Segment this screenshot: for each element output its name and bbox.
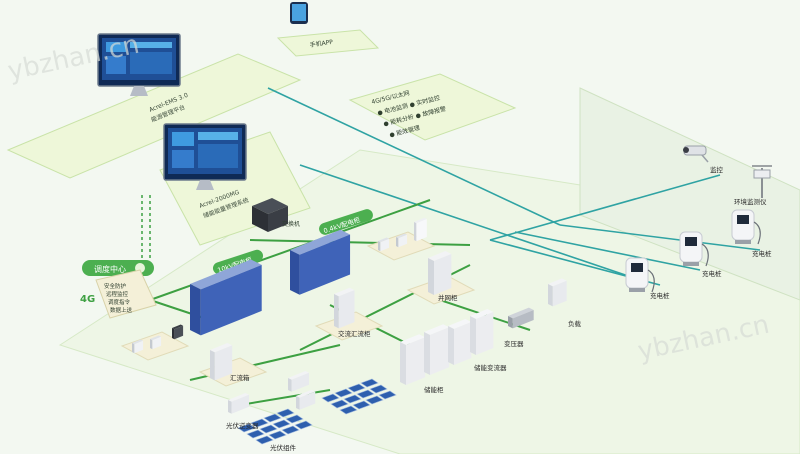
pv-array-a-panel-1-3 bbox=[285, 414, 304, 424]
pv-array-b-panel-2-2 bbox=[365, 395, 384, 405]
label-combiner: 汇流箱 bbox=[230, 373, 250, 382]
pv-array-a-panel-2-2 bbox=[281, 425, 300, 435]
meter-4 bbox=[378, 237, 390, 252]
label-pcs: 储能变流器 bbox=[474, 363, 507, 372]
label-charging-3: 充电桩 bbox=[752, 249, 772, 258]
ac-cabinet bbox=[334, 287, 355, 329]
storage-1 bbox=[400, 334, 426, 385]
label-transformer: 变压器 bbox=[504, 339, 524, 348]
pv-array-a-panel-2-0 bbox=[255, 435, 274, 445]
pcs-1 bbox=[448, 319, 472, 365]
dispatch-center: 调度中心 4G 安全防护 远程监控 调度指令 数据上送 bbox=[80, 260, 157, 319]
dispatch-item-1: 安全防护 bbox=[104, 282, 127, 290]
label-pv-panel: 光伏组件 bbox=[270, 443, 297, 452]
camera-icon bbox=[683, 145, 709, 163]
load-unit bbox=[548, 278, 567, 307]
combiner-box bbox=[210, 343, 233, 381]
pv-array-b-panel-0-3 bbox=[360, 378, 379, 388]
phone-icon bbox=[290, 2, 308, 24]
meter-5 bbox=[396, 233, 408, 248]
mid-monitor bbox=[163, 123, 247, 190]
label-storage: 储能柜 bbox=[424, 385, 444, 394]
pv-array-b-panel-2-0 bbox=[339, 405, 358, 415]
protocol-box-panel bbox=[348, 73, 517, 141]
label-env-monitor: 环境监测仪 bbox=[734, 197, 767, 206]
env-monitor-icon bbox=[752, 165, 772, 198]
devices-layer bbox=[120, 145, 772, 445]
right-side-panel bbox=[579, 87, 800, 301]
pv-array-b-panel-0-1 bbox=[334, 388, 353, 398]
pv-array-a-panel-0-3 bbox=[276, 408, 295, 418]
dispatch-item-4: 数据上送 bbox=[110, 306, 133, 314]
transformer bbox=[508, 307, 534, 329]
pv-array-b-panel-1-3 bbox=[369, 384, 388, 394]
mobile-app-panel bbox=[276, 29, 380, 57]
pv-array-a-panel-0-2 bbox=[263, 413, 282, 423]
pv-inverter-1 bbox=[228, 393, 249, 414]
switch-label: 交换机 bbox=[282, 220, 300, 228]
label-load: 负载 bbox=[568, 319, 582, 328]
top-monitor bbox=[97, 33, 181, 96]
meter-1 bbox=[132, 339, 144, 354]
grid-cabinet bbox=[428, 251, 452, 295]
ev-charger-2 bbox=[679, 231, 709, 267]
pv-array-a-panel-0-0 bbox=[237, 423, 256, 433]
cabinet-04kv bbox=[290, 229, 351, 295]
pv-array-a-panel-2-3 bbox=[294, 420, 313, 430]
pv-array-b-panel-1-2 bbox=[356, 389, 375, 399]
meter-2 bbox=[150, 335, 162, 350]
pv-array-b-panel-1-1 bbox=[343, 394, 362, 404]
label-surveillance: 监控 bbox=[710, 165, 724, 174]
ev-charger-3 bbox=[731, 209, 761, 245]
meter-6 bbox=[414, 217, 427, 242]
dispatch-panel bbox=[95, 269, 157, 319]
label-charging-2: 充电桩 bbox=[702, 269, 722, 278]
device-labels-layer: 并网柜交流汇流柜汇流箱光伏逆变器光伏组件储能柜储能变流器变压器负载充电桩充电桩充… bbox=[226, 165, 772, 452]
pv-array-a-panel-1-0 bbox=[246, 429, 265, 439]
dispatch-badge: 4G bbox=[80, 294, 95, 305]
pv-array-b-panel-1-0 bbox=[330, 399, 349, 409]
pv-inverter-3 bbox=[296, 389, 316, 410]
storage-2 bbox=[424, 324, 450, 375]
cabinet-10kv bbox=[190, 259, 262, 336]
switch-icon bbox=[252, 198, 288, 232]
pv-array-b-panel-2-1 bbox=[352, 400, 371, 410]
pv-array-b-panel-0-0 bbox=[321, 393, 340, 403]
label-grid-cabinet: 并网柜 bbox=[438, 293, 458, 302]
label-charging-1: 充电桩 bbox=[650, 291, 670, 300]
pcs-2 bbox=[470, 309, 494, 355]
label-pv-inverter: 光伏逆变器 bbox=[226, 421, 259, 430]
ev-charger-1 bbox=[625, 257, 655, 293]
mobile-app-label: 手机APP bbox=[309, 38, 334, 49]
pv-array-a-panel-2-1 bbox=[268, 430, 287, 440]
pv-array-b-panel-0-2 bbox=[347, 383, 366, 393]
pv-array-a-panel-0-1 bbox=[250, 418, 269, 428]
meter-3 bbox=[172, 324, 184, 340]
pv-inverter-2 bbox=[288, 371, 309, 392]
dispatch-item-2: 远程监控 bbox=[106, 290, 129, 298]
label-ac-cabinet: 交流汇流柜 bbox=[338, 329, 371, 338]
pv-array-a-panel-1-1 bbox=[259, 424, 278, 434]
pv-array-a-panel-1-2 bbox=[272, 419, 291, 429]
dispatch-title: 调度中心 bbox=[94, 264, 126, 274]
pv-array-b-panel-2-3 bbox=[378, 390, 397, 400]
dispatch-item-3: 调度指令 bbox=[108, 298, 131, 306]
